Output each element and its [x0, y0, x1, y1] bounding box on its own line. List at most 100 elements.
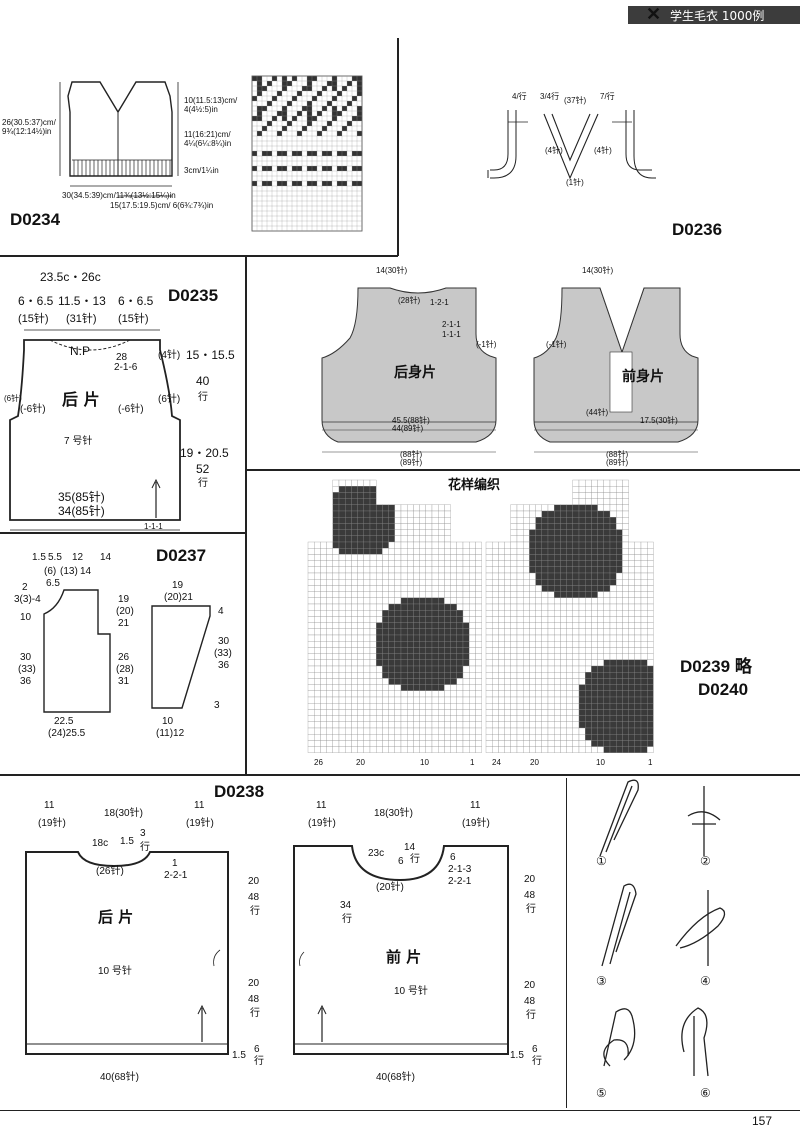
divider: [566, 778, 567, 1108]
d0237-t5: (6): [44, 566, 57, 577]
d0234-bottom-2: 15(17.5:19.5)cm/ 6(6¾:7¾)in: [110, 201, 214, 210]
d0236-label: (89针): [606, 458, 629, 467]
d0237-l5: 30: [20, 652, 32, 663]
d0235-top-total: 23.5c・26c: [40, 270, 101, 284]
d0235-rule: 2-1-6: [114, 362, 138, 373]
d0235-h1: 15・15.5: [186, 348, 235, 362]
d0237-t4: 14: [100, 552, 112, 563]
d0237-l4: 10: [20, 612, 32, 623]
d0238-back-r2c: 行: [250, 1008, 260, 1019]
d0238-front-r1b: 48: [524, 890, 536, 901]
d0235-m6-left: (-6针): [20, 404, 46, 415]
d0234-dim-2: 11(16:21)cm/ 4¼(6¼:8¼)in: [184, 130, 232, 148]
d0235-st6-right: (6针): [158, 394, 181, 405]
d0238-back-n15: 1.5: [120, 836, 134, 847]
d0236-code: D0236: [672, 220, 723, 239]
d0235-st6-left: (6针): [4, 394, 22, 403]
d0238-front-t2: 18(30针): [374, 808, 413, 819]
d0238-front-r1c: 行: [526, 904, 536, 915]
d0237-s8: 10: [162, 716, 174, 727]
d0238-front-rule2: 2-2-1: [448, 876, 472, 887]
d0236-label: 44(89针): [392, 424, 424, 433]
d0234-left-dim: 26(30.5:37)cm/ 9¾(12:14½)in: [2, 118, 56, 136]
pattern-title: 花样编织: [448, 478, 501, 493]
d0235-w1: 35(85针): [58, 490, 105, 504]
d0238-front-t1: 11: [316, 800, 327, 811]
pattern-code-2: D0240: [698, 680, 749, 699]
d0234-dim-3: 3cm/1¼in: [184, 166, 219, 175]
d0237-m3: 21: [118, 618, 130, 629]
d0238-front-t3b: (19针): [462, 818, 490, 829]
d0237-m5: (28): [116, 664, 134, 675]
d0236-label: (37针): [564, 96, 587, 105]
d0235-h2b: 52: [196, 462, 210, 476]
d0238-front-r1: 20: [524, 874, 536, 885]
d0236-label: (4针): [594, 146, 612, 155]
d0237-body-piece: [43, 589, 111, 713]
d0236-label: (28针): [398, 296, 421, 305]
d0236-label: 3/4行: [540, 92, 560, 101]
d0236-label: 1-1-1: [442, 330, 461, 339]
d0236-label: (4针): [545, 146, 563, 155]
d0238-back-rule: 2-2-1: [164, 870, 188, 881]
page-number: 157: [752, 1114, 773, 1128]
header-bar: [628, 6, 800, 24]
d0236-label: (1针): [566, 178, 584, 187]
d0236-label: 4/行: [512, 92, 527, 101]
d0238-front-t1b: (19针): [308, 818, 336, 829]
d0235-st4: (4针): [158, 350, 181, 361]
d0238-back-bottom: 40(68针): [100, 1072, 139, 1083]
d0235-code: D0235: [168, 286, 219, 305]
d0237-bw: 22.5: [54, 716, 74, 727]
d0238-back-r3c: 行: [254, 1056, 264, 1067]
d0235-seg-c: 6・6.5: [118, 294, 154, 308]
d0238-back-t1b: (19针): [38, 818, 66, 829]
d0237-l1: 6.5: [46, 578, 60, 589]
pattern-axis-label: 10: [596, 758, 605, 767]
d0238-front-bottom: 40(68针): [376, 1072, 415, 1083]
d0238-front-n14: 14: [404, 842, 416, 853]
d0238-front-r2c: 行: [526, 1010, 536, 1021]
divider: [0, 1110, 800, 1111]
d0235-seg-b: 11.5・13: [58, 294, 106, 308]
d0238-front-n20: (20针): [376, 882, 404, 893]
pattern-axis-label: 1: [470, 758, 475, 767]
d0238-front-d34: 34: [340, 900, 352, 911]
d0238-back-title: 后 片: [98, 908, 134, 926]
d0238-front-r3b: 6: [532, 1044, 538, 1055]
d0238-back-n3: 3: [140, 828, 146, 839]
d0237-m4: 26: [118, 652, 130, 663]
d0236-label: 2-1-1: [442, 320, 461, 329]
d0238-back-t1: 11: [44, 800, 55, 811]
d0238-front-r2b: 48: [524, 996, 536, 1007]
d0237-t6: (13): [60, 566, 78, 577]
d0235-m6-right: (-6针): [118, 404, 144, 415]
pattern-code-1: D0239 略: [680, 657, 752, 676]
d0238-back-r1c: 行: [250, 906, 260, 917]
d0237-l2: 2: [22, 582, 28, 593]
pattern-chart-left: [307, 479, 482, 753]
d0237-t3: 12: [72, 552, 84, 563]
d0236-label: (-1针): [476, 340, 497, 349]
d0234-dim-1: 10(11.5:13)cm/ 4(4½:5)in: [184, 96, 238, 114]
divider: [0, 255, 398, 257]
d0238-back-r1: 20: [248, 876, 260, 887]
d0236-label: (88针): [606, 450, 629, 459]
d0238-back-r3: 1.5: [232, 1050, 246, 1061]
d0238-back-t2: 18(30针): [104, 808, 143, 819]
d0236-label: 14(30针): [582, 266, 614, 275]
d0238-front-t3: 11: [470, 800, 481, 811]
d0236-label: 45.5(88针): [392, 416, 430, 425]
d0238-front-needle: 10 号针: [394, 986, 428, 997]
d0235-h2: 19・20.5: [180, 446, 229, 460]
d0238-front-title: 前 片: [386, 948, 422, 966]
pattern-axis-label: 24: [492, 758, 501, 767]
d0238-code: D0238: [214, 782, 265, 801]
pattern-axis-label: 20: [530, 758, 539, 767]
d0238-front-r3: 1.5: [510, 1050, 524, 1061]
d0237-t1: 1.5: [32, 552, 46, 563]
d0238-front-neck: 23c: [368, 848, 385, 859]
step-label: ③: [596, 974, 607, 988]
divider: [246, 469, 800, 471]
header-title: 学生毛衣 1000例: [670, 9, 765, 23]
